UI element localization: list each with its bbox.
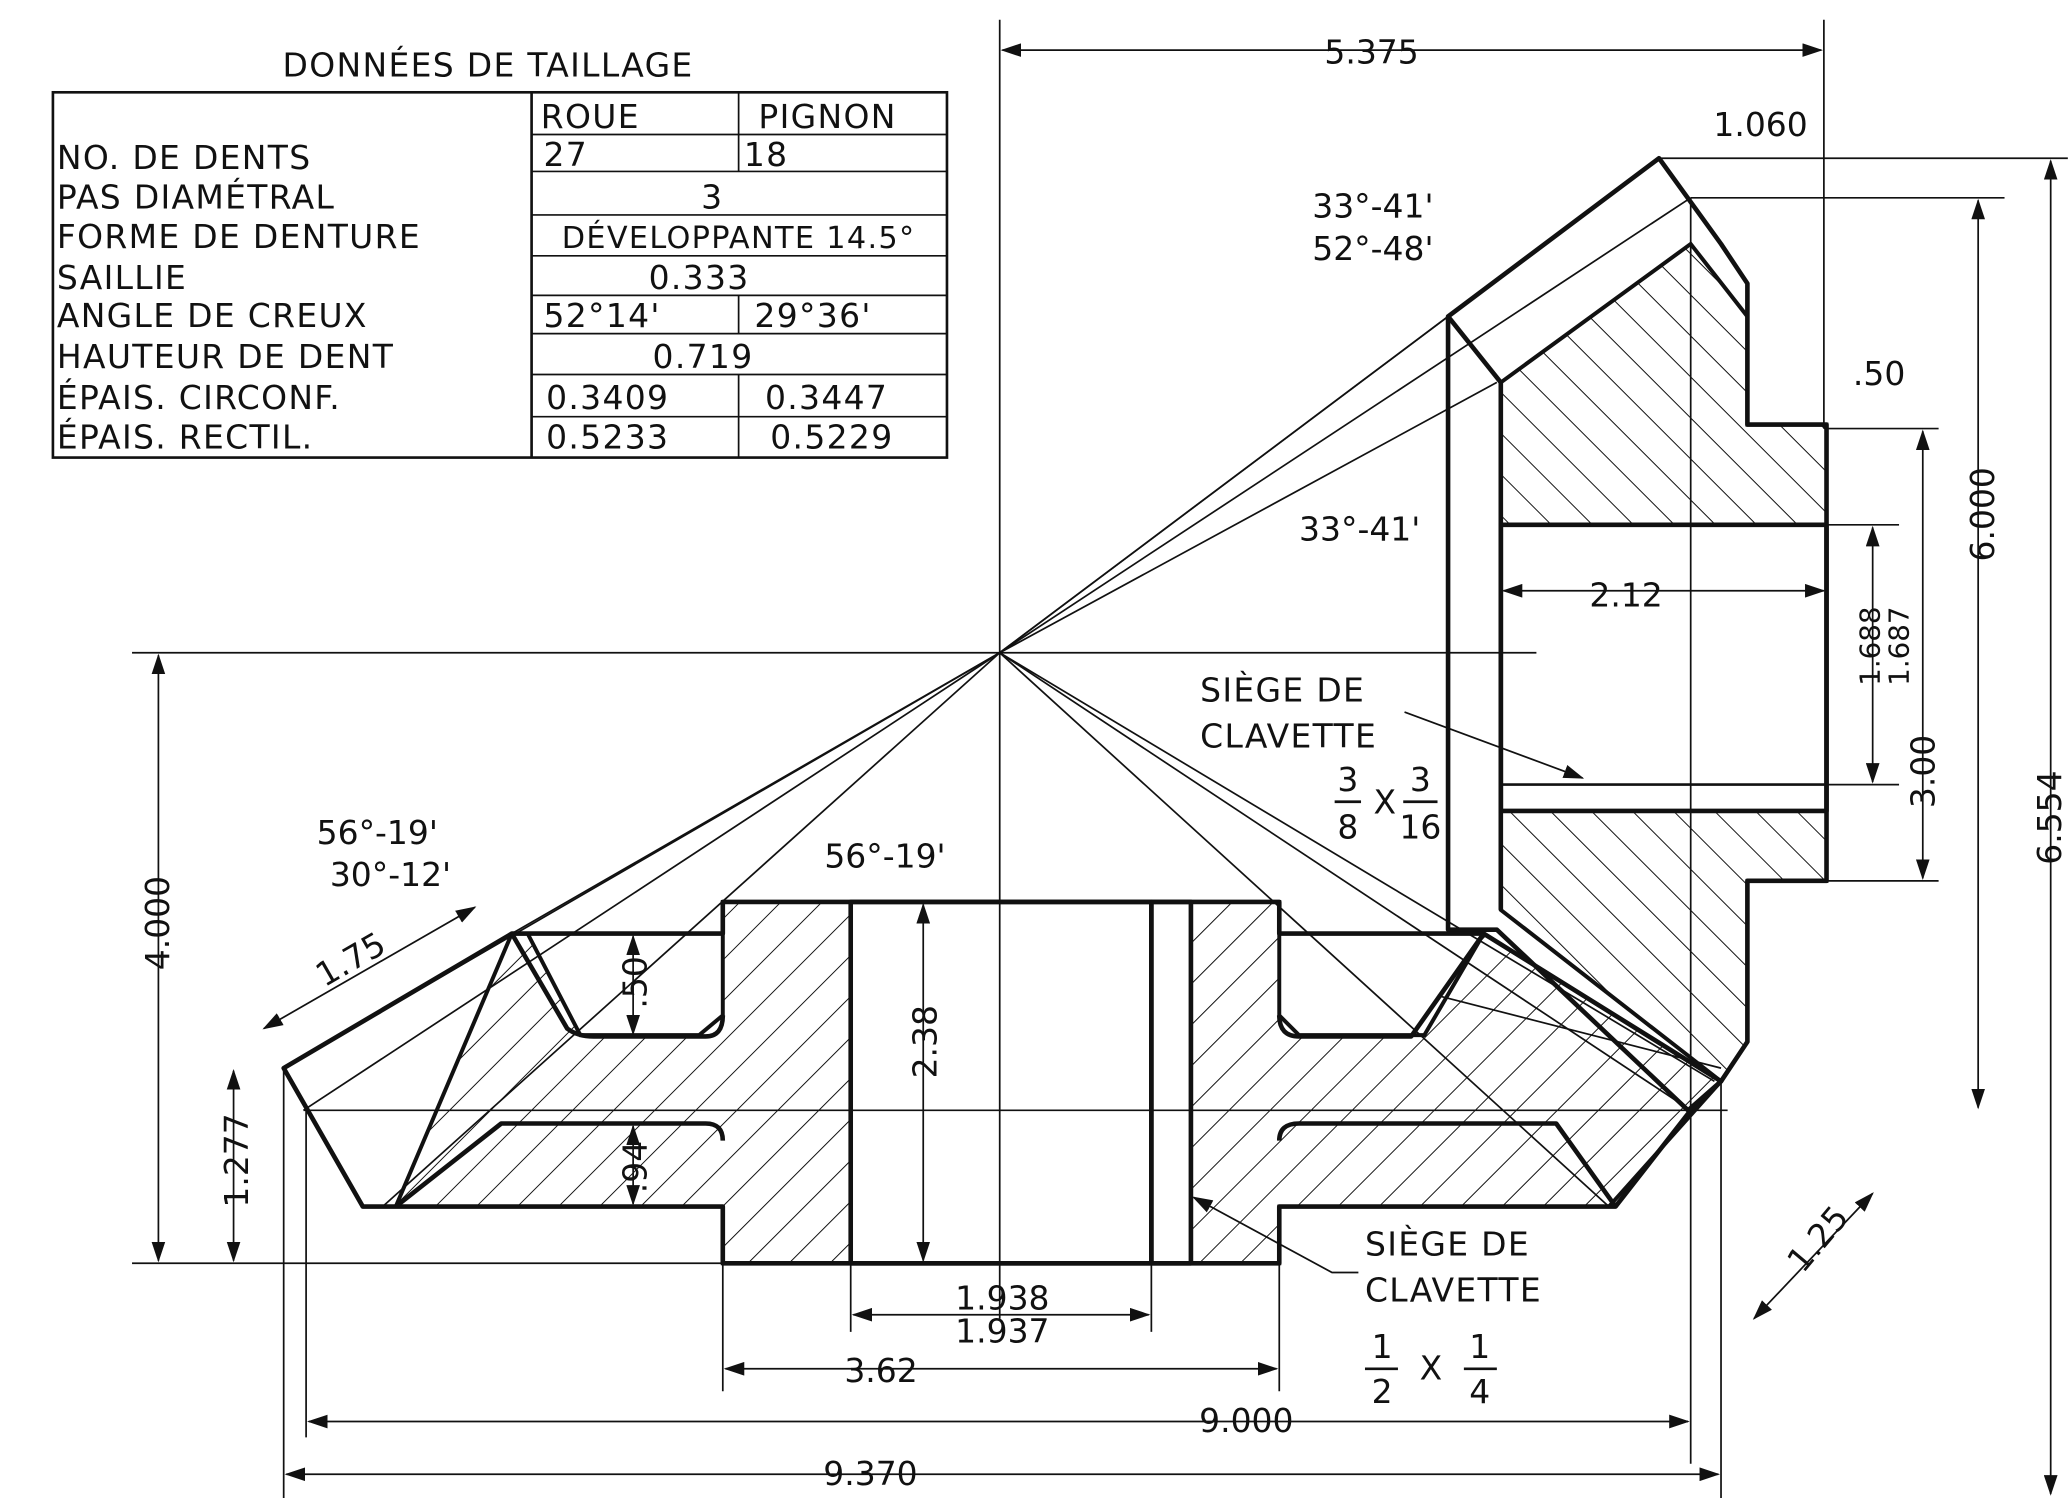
dim-6000: 6.000 (1963, 467, 2002, 561)
gear-section (281, 899, 1725, 1266)
cell-roue: 52°14' (543, 296, 660, 335)
cell-common: 0.333 (649, 258, 750, 297)
dimension-labels: 5.375 1.060 33°-41' 52°-48' .50 6.000 2.… (138, 32, 2068, 1493)
cell-pignon: 18 (744, 135, 789, 174)
keyseat-note-pinion: SIÈGE DE CLAVETTE 3 8 X 3 16 (1200, 670, 1585, 847)
dim-4000: 4.000 (138, 876, 177, 970)
dim-125: 1.25 (1779, 1198, 1856, 1279)
note-line: SIÈGE DE (1200, 670, 1365, 710)
fraction-num: 1 (1372, 1327, 1393, 1366)
note-line: SIÈGE DE (1365, 1223, 1530, 1263)
times: X (1373, 783, 1396, 822)
dim-9370: 9.370 (823, 1454, 917, 1493)
cell-common: 0.719 (653, 337, 754, 376)
dim-1687: 1.687 (1882, 607, 1915, 686)
row-label: SAILLIE (57, 258, 187, 297)
fraction-num: 3 (1337, 760, 1358, 799)
note-line: CLAVETTE (1365, 1271, 1542, 1310)
row-label: PAS DIAMÉTRAL (57, 176, 335, 216)
row-label: HAUTEUR DE DENT (57, 337, 394, 376)
cell-pignon: 0.3447 (765, 378, 888, 417)
cell-pignon: 29°36' (754, 296, 871, 335)
dim-300: 3.00 (1904, 735, 1943, 808)
table-title: DONNÉES DE TAILLAGE (283, 44, 694, 84)
dim-1277: 1.277 (217, 1113, 256, 1207)
dim-6554: 6.554 (2030, 770, 2068, 864)
angle-5248: 52°-48' (1312, 229, 1433, 268)
col-roue: ROUE (541, 97, 640, 136)
keyseat-note-gear: SIÈGE DE CLAVETTE 1 2 X 1 4 (1192, 1196, 1542, 1411)
dim-1060: 1.060 (1713, 105, 1807, 144)
cell-common: 3 (701, 177, 723, 216)
note-line: CLAVETTE (1200, 717, 1377, 756)
angle-3341-mid: 33°-41' (1299, 510, 1420, 549)
dim-94: .94 (615, 1141, 654, 1193)
dim-9000: 9.000 (1199, 1401, 1293, 1440)
angle-3341-top: 33°-41' (1312, 187, 1433, 226)
dim-1688: 1.688 (1853, 607, 1886, 686)
dim-362: 3.62 (844, 1351, 917, 1390)
angle-5619-left: 56°-19' (317, 813, 438, 852)
angle-3012: 30°-12' (330, 855, 451, 894)
cell-common: DÉVELOPPANTE 14.5° (562, 220, 916, 256)
dim-212: 2.12 (1589, 576, 1662, 615)
col-pignon: PIGNON (758, 97, 896, 136)
cell-roue: 27 (543, 135, 588, 174)
row-label: NO. DE DENTS (57, 138, 312, 177)
cell-roue: 0.5233 (546, 417, 669, 456)
gear-data-table: DONNÉES DE TAILLAGE ROUE PIGNON NO. DE D… (51, 44, 949, 459)
dim-gear-50: .50 (615, 956, 654, 1008)
fraction-den: 4 (1469, 1372, 1490, 1411)
dim-175: 1.75 (309, 924, 392, 994)
fraction-den: 2 (1372, 1372, 1393, 1411)
dimension-lines (151, 43, 2058, 1496)
row-label: ÉPAIS. CIRCONF. (57, 377, 341, 417)
angle-5619-mid: 56°-19' (824, 837, 945, 876)
fraction-den: 8 (1337, 808, 1358, 847)
fraction-num: 3 (1410, 760, 1431, 799)
cell-pignon: 0.5229 (770, 417, 893, 456)
times: X (1420, 1348, 1443, 1387)
row-label: ANGLE DE CREUX (57, 296, 368, 335)
dim-pinion-50: .50 (1853, 354, 1905, 393)
construction-lines (132, 19, 2068, 1498)
dim-5375: 5.375 (1324, 32, 1418, 71)
cell-roue: 0.3409 (546, 378, 669, 417)
fraction-den: 16 (1399, 808, 1441, 847)
dim-1937: 1.937 (955, 1311, 1049, 1350)
row-label: ÉPAIS. RECTIL. (57, 416, 314, 456)
dim-238: 2.38 (905, 1005, 944, 1078)
fraction-num: 1 (1469, 1327, 1490, 1366)
dim-1938: 1.938 (955, 1278, 1049, 1317)
row-label: FORME DE DENTURE (57, 217, 421, 256)
